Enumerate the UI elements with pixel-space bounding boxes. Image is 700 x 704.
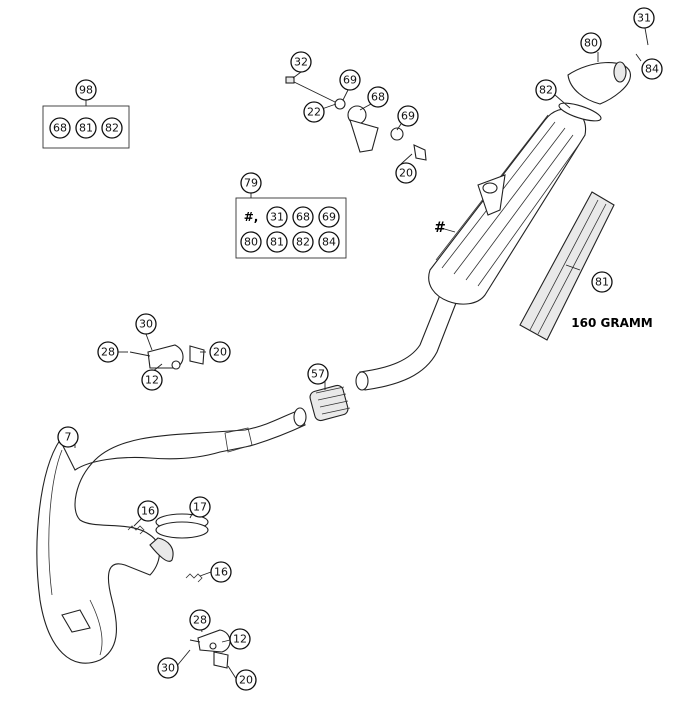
callout-16-upper: 16 <box>137 500 159 522</box>
callout-7: 7 <box>57 426 79 448</box>
kit-79-row1-item-2: 68 <box>292 206 314 228</box>
svg-text:31: 31 <box>270 211 284 224</box>
end-cap <box>567 61 631 105</box>
clamp-assembly-mid <box>129 344 205 370</box>
svg-text:69: 69 <box>401 110 415 123</box>
connector-sleeve <box>309 384 351 422</box>
svg-text:7: 7 <box>65 431 72 444</box>
callout-30-mid: 30 <box>135 313 157 335</box>
svg-text:84: 84 <box>645 63 659 76</box>
svg-text:68: 68 <box>296 211 310 224</box>
svg-text:28: 28 <box>101 346 115 359</box>
callout-69-lower: 69 <box>397 105 419 127</box>
kit-79-row1-item-3: 69 <box>318 206 340 228</box>
callout-28-mid: 28 <box>97 341 119 363</box>
silencer-hash-label: # <box>434 220 446 236</box>
svg-text:69: 69 <box>322 211 336 224</box>
kit-79-row1-item-1: 31 <box>266 206 288 228</box>
callout-22: 22 <box>303 101 325 123</box>
kit-98-item-1: 68 <box>49 117 71 139</box>
kit-98-item-3: 82 <box>101 117 123 139</box>
callout-20-bottom: 20 <box>235 669 257 691</box>
silencer-body <box>428 108 587 305</box>
callout-82: 82 <box>535 79 557 101</box>
manifold-o-ring <box>155 513 209 539</box>
bracket-assembly-top <box>285 76 427 161</box>
svg-text:31: 31 <box>637 12 651 25</box>
callout-12-bottom: 12 <box>229 628 251 650</box>
svg-text:81: 81 <box>270 236 284 249</box>
kit-79-row2-item-2: 81 <box>266 231 288 253</box>
callout-84: 84 <box>641 58 663 80</box>
kit-79-hash: #, <box>244 210 259 224</box>
svg-text:82: 82 <box>296 236 310 249</box>
callout-20-top: 20 <box>395 162 417 184</box>
svg-text:30: 30 <box>161 662 175 675</box>
kit-79-row2-item-4: 84 <box>318 231 340 253</box>
kit-79-row2-item-3: 82 <box>292 231 314 253</box>
svg-text:80: 80 <box>244 236 258 249</box>
kit-98-item-2: 81 <box>75 117 97 139</box>
header-pipe <box>36 407 307 664</box>
svg-text:32: 32 <box>294 56 308 69</box>
svg-text:80: 80 <box>584 37 598 50</box>
callout-98: 98 <box>75 79 97 101</box>
clamp-assembly-bottom <box>189 629 231 669</box>
svg-text:69: 69 <box>343 74 357 87</box>
callout-79: 79 <box>240 172 262 194</box>
svg-text:30: 30 <box>139 318 153 331</box>
svg-text:68: 68 <box>371 91 385 104</box>
callout-81: 81 <box>591 271 613 293</box>
kit-box-98: 68 81 82 <box>42 105 130 149</box>
svg-text:17: 17 <box>193 501 207 514</box>
packing-weight-label: 160 GRAMM <box>571 316 653 330</box>
silencer-inlet-pipe <box>355 294 457 391</box>
svg-text:81: 81 <box>595 276 609 289</box>
svg-text:82: 82 <box>105 122 119 135</box>
svg-text:98: 98 <box>79 84 93 97</box>
callout-68: 68 <box>367 86 389 108</box>
callout-28-bottom: 28 <box>189 609 211 631</box>
svg-text:57: 57 <box>311 368 325 381</box>
svg-text:16: 16 <box>141 505 155 518</box>
callout-16-lower: 16 <box>210 561 232 583</box>
svg-text:12: 12 <box>145 374 159 387</box>
svg-text:12: 12 <box>233 633 247 646</box>
callout-57: 57 <box>307 363 329 385</box>
svg-text:84: 84 <box>322 236 336 249</box>
silencer-packing <box>519 191 615 341</box>
svg-text:82: 82 <box>539 84 553 97</box>
callout-69-upper: 69 <box>339 69 361 91</box>
svg-text:20: 20 <box>239 674 253 687</box>
callout-20-mid: 20 <box>209 341 231 363</box>
svg-text:28: 28 <box>193 614 207 627</box>
svg-text:20: 20 <box>213 346 227 359</box>
callout-12-mid: 12 <box>141 369 163 391</box>
svg-text:16: 16 <box>214 566 228 579</box>
exhaust-spring-lower <box>185 573 203 583</box>
callout-31-top: 31 <box>633 7 655 29</box>
callout-80: 80 <box>580 32 602 54</box>
exhaust-spring-upper <box>127 525 145 535</box>
svg-text:81: 81 <box>79 122 93 135</box>
callout-30-bottom: 30 <box>157 657 179 679</box>
kit-79-row2-item-1: 80 <box>240 231 262 253</box>
callout-32: 32 <box>290 51 312 73</box>
svg-text:20: 20 <box>399 167 413 180</box>
svg-text:79: 79 <box>244 177 258 190</box>
svg-text:22: 22 <box>307 106 321 119</box>
callout-17: 17 <box>189 496 211 518</box>
kit-box-79: #, 31 68 69 80 81 82 84 <box>235 197 347 259</box>
svg-text:68: 68 <box>53 122 67 135</box>
